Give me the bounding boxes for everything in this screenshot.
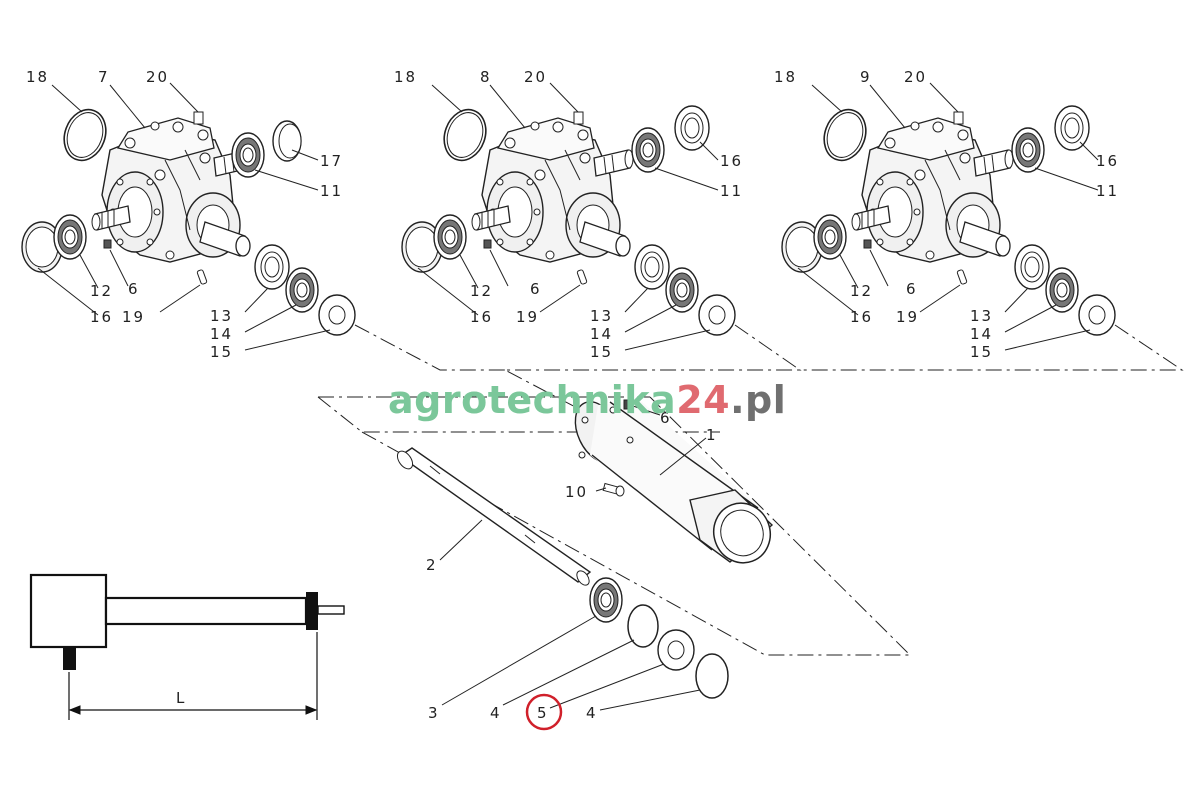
callout-12: 12 (470, 282, 493, 300)
callout-shaft: 2 (426, 556, 438, 574)
callout-6: 6 (530, 280, 542, 298)
callout-14: 14 (970, 325, 993, 343)
callout-16: 16 (470, 308, 493, 326)
gearbox-assembly-1: 18 7 20 17 11 12 6 16 19 13 14 15 (21, 68, 356, 361)
callout-circlip-left: 4 (490, 704, 502, 722)
gearbox-housing-3 (851, 117, 1014, 263)
watermark: agrotechnika24.pl (388, 378, 786, 422)
callout-gearbox: 8 (480, 68, 492, 86)
callout-13: 13 (970, 307, 993, 325)
callout-20: 20 (904, 68, 927, 86)
callout-15: 15 (210, 343, 233, 361)
callout-11: 11 (720, 182, 743, 200)
gearbox-assembly-3: 18 9 20 16 11 12 6 16 19 13 14 15 (774, 68, 1119, 361)
callout-16-top: 16 (1096, 152, 1119, 170)
callout-16: 16 (90, 308, 113, 326)
callout-12: 12 (850, 282, 873, 300)
gearbox-housing-2 (471, 117, 634, 263)
callout-14: 14 (590, 325, 613, 343)
callout-17: 17 (320, 152, 343, 170)
callout-16: 16 (850, 308, 873, 326)
callout-tube: 1 (706, 426, 718, 444)
callout-bolt: 10 (565, 483, 588, 501)
callout-11: 11 (320, 182, 343, 200)
callout-11: 11 (1096, 182, 1119, 200)
callout-tube-plug: 6 (660, 409, 672, 427)
highlight-circle (525, 693, 563, 731)
callout-gearbox: 7 (98, 68, 110, 86)
dimension-label: L (176, 689, 186, 707)
callout-13: 13 (590, 307, 613, 325)
tube-part: 1 6 10 (565, 399, 774, 564)
callout-19: 19 (896, 308, 919, 326)
callout-washer: 5 (537, 704, 549, 722)
callout-14: 14 (210, 325, 233, 343)
callout-19: 19 (516, 308, 539, 326)
shaft-bearing (589, 577, 623, 623)
shaft-part: 2 3 4 5 4 (396, 447, 729, 731)
callout-circlip-right: 4 (586, 704, 598, 722)
dimension-schematic (29, 573, 345, 720)
watermark-red: 24 (676, 378, 731, 422)
callout-15: 15 (590, 343, 613, 361)
watermark-grey: .pl (730, 378, 787, 422)
callout-15: 15 (970, 343, 993, 361)
callout-gearbox: 9 (860, 68, 872, 86)
callout-18: 18 (774, 68, 797, 86)
callout-16-top: 16 (720, 152, 743, 170)
watermark-green: agrotechnika (388, 378, 677, 422)
callout-shaft-bearing: 3 (428, 704, 440, 722)
callout-19: 19 (122, 308, 145, 326)
callout-18: 18 (394, 68, 417, 86)
callout-6: 6 (906, 280, 918, 298)
gearbox-housing-1 (91, 117, 254, 263)
gearbox-assembly-2: 18 8 20 16 11 12 6 16 19 13 14 15 (394, 68, 743, 361)
callout-20: 20 (524, 68, 547, 86)
callout-18: 18 (26, 68, 49, 86)
callout-13: 13 (210, 307, 233, 325)
callout-12: 12 (90, 282, 113, 300)
callout-20: 20 (146, 68, 169, 86)
callout-6: 6 (128, 280, 140, 298)
